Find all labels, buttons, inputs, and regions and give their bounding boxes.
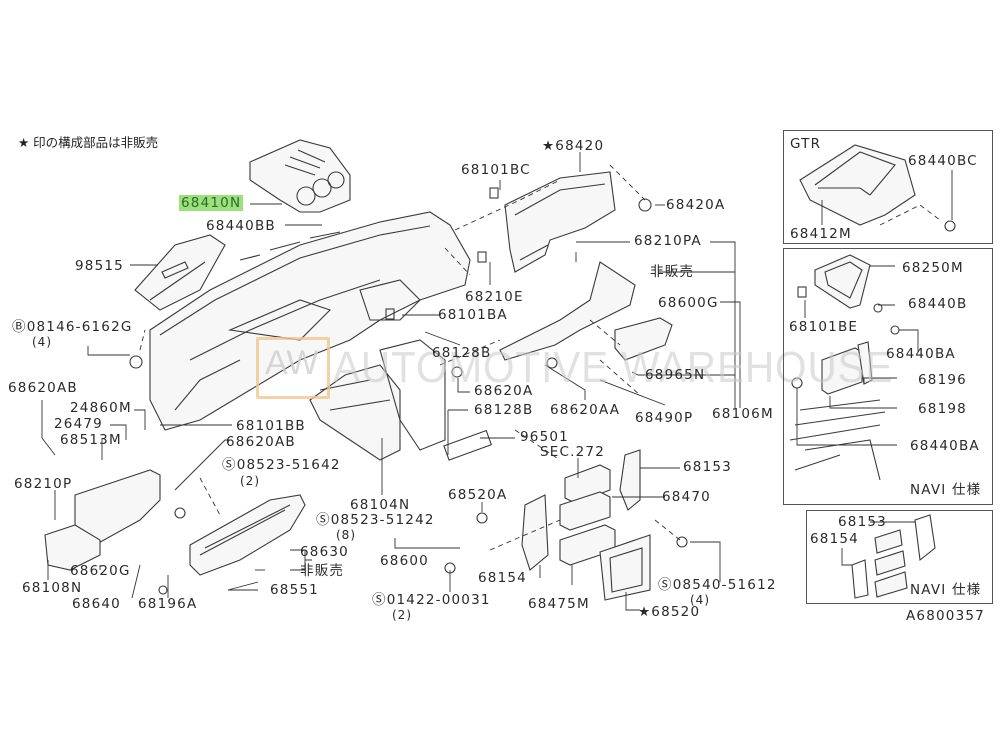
part-label-68470[interactable]: 68470 xyxy=(662,489,711,505)
assembly-dashed-lines xyxy=(139,164,681,551)
part-label-68210PA[interactable]: 68210PA xyxy=(634,233,702,249)
part-label-68153-navi[interactable]: 68153 xyxy=(838,514,887,530)
part-label-68420[interactable]: ★68420 xyxy=(542,138,605,154)
part-label-68196[interactable]: 68196 xyxy=(918,372,967,388)
part-label-68620AB-2[interactable]: 68620AB xyxy=(226,434,296,450)
part-label-68128B-2[interactable]: 68128B xyxy=(474,402,534,418)
not-for-sale-note: ★ 印の構成部品は非販売 xyxy=(18,135,159,150)
part-label-68475M[interactable]: 68475M xyxy=(528,596,590,612)
part-label-68104N[interactable]: 68104N xyxy=(350,497,411,513)
part-label-68620AA[interactable]: 68620AA xyxy=(550,402,621,418)
part-label-96501[interactable]: 96501 xyxy=(520,429,569,445)
part-label-68250M[interactable]: 68250M xyxy=(902,260,964,276)
part-label-68128B[interactable]: 68128B xyxy=(432,345,492,361)
navi-inset-panel xyxy=(783,248,993,505)
part-label-08523-51242[interactable]: Ⓢ08523-51242 xyxy=(316,512,435,528)
audio-units-part xyxy=(521,449,651,601)
not-sold-label: 非販売 xyxy=(300,563,345,579)
part-label-68440BA[interactable]: 68440BA xyxy=(886,346,956,362)
part-qty-01422-00031: (2) xyxy=(392,608,412,622)
part-label-68513M[interactable]: 68513M xyxy=(60,432,122,448)
part-label-68490P[interactable]: 68490P xyxy=(635,410,694,426)
part-label-68410N[interactable]: 68410N xyxy=(179,195,244,211)
part-label-26479[interactable]: 26479 xyxy=(54,416,103,432)
meter-hood-part xyxy=(249,139,351,213)
part-label-68101BC[interactable]: 68101BC xyxy=(461,162,531,178)
gtr-inset-panel xyxy=(783,130,993,244)
part-qty-08523-51242: (8) xyxy=(336,528,356,542)
part-label-68101BB[interactable]: 68101BB xyxy=(236,418,306,434)
part-label-68520A[interactable]: 68520A xyxy=(448,487,508,503)
leader-lines xyxy=(41,152,741,611)
gtr-inset-title: GTR xyxy=(790,136,822,152)
airbag-lid-part xyxy=(134,234,226,311)
part-label-08146-6162G[interactable]: Ⓑ08146-6162G xyxy=(12,319,133,335)
part-label-68198[interactable]: 68198 xyxy=(918,401,967,417)
part-label-68620G[interactable]: 68620G xyxy=(70,563,131,579)
part-label-68440BA-2[interactable]: 68440BA xyxy=(910,438,980,454)
watermark-text: AUTOMOTIVE WAREHOUSE xyxy=(333,343,894,392)
not-sold-label-2: 非販売 xyxy=(650,264,695,280)
gtr-inset-drawing xyxy=(799,144,956,232)
part-label-68520[interactable]: ★68520 xyxy=(638,604,701,620)
navi-inset-drawing xyxy=(789,254,919,481)
part-label-68630[interactable]: 68630 xyxy=(300,544,349,560)
part-qty-08146-6162G: (4) xyxy=(32,335,52,349)
part-label-68108N[interactable]: 68108N xyxy=(22,580,83,596)
part-label-08540-51612[interactable]: Ⓢ08540-51612 xyxy=(658,577,777,593)
part-label-68210E[interactable]: 68210E xyxy=(465,289,524,305)
glove-box-part xyxy=(44,469,306,576)
part-label-sec272[interactable]: SEC.272 xyxy=(540,444,605,460)
part-label-68600[interactable]: 68600 xyxy=(380,553,429,569)
part-label-68551[interactable]: 68551 xyxy=(270,582,319,598)
figure-id: A6800357 xyxy=(906,608,985,624)
part-label-68101BE[interactable]: 68101BE xyxy=(789,319,859,335)
part-label-68620A[interactable]: 68620A xyxy=(474,383,534,399)
part-label-68154-navi[interactable]: 68154 xyxy=(810,531,859,547)
part-qty-08523-51642: (2) xyxy=(240,474,260,488)
part-label-24860M[interactable]: 24860M xyxy=(70,400,132,416)
dashboard-panel xyxy=(149,211,471,431)
navi-brackets-caption: NAVI 仕様 xyxy=(910,582,982,598)
part-label-68153[interactable]: 68153 xyxy=(683,459,732,475)
part-label-68620AB[interactable]: 68620AB xyxy=(8,380,78,396)
part-label-68196A[interactable]: 68196A xyxy=(138,596,198,612)
navi-brackets-inset-panel xyxy=(806,510,993,604)
center-finisher-part xyxy=(499,261,673,361)
part-label-68106M[interactable]: 68106M xyxy=(712,406,774,422)
part-label-08523-51642[interactable]: Ⓢ08523-51642 xyxy=(222,457,341,473)
part-label-68440B[interactable]: 68440B xyxy=(908,296,968,312)
part-label-68210P[interactable]: 68210P xyxy=(14,476,73,492)
part-label-68420A[interactable]: 68420A xyxy=(666,197,726,213)
part-label-68640[interactable]: 68640 xyxy=(72,596,121,612)
part-label-68600G[interactable]: 68600G xyxy=(658,295,719,311)
part-label-68154[interactable]: 68154 xyxy=(478,570,527,586)
part-label-68440BB[interactable]: 68440BB xyxy=(206,218,276,234)
part-label-01422-00031[interactable]: Ⓢ01422-00031 xyxy=(372,592,491,608)
navi-inset-caption: NAVI 仕様 xyxy=(910,482,982,498)
part-label-68965N[interactable]: 68965N xyxy=(645,367,706,383)
part-label-68412M[interactable]: 68412M xyxy=(790,226,852,242)
part-label-68101BA[interactable]: 68101BA xyxy=(438,307,508,323)
cluster-lid-part xyxy=(504,171,616,273)
part-label-98515[interactable]: 98515 xyxy=(75,258,124,274)
watermark-logo: AW xyxy=(256,337,330,399)
navi-brackets-drawing xyxy=(841,514,936,599)
part-qty-08540-51612: (4) xyxy=(690,593,710,607)
part-label-68440BC[interactable]: 68440BC xyxy=(908,153,978,169)
